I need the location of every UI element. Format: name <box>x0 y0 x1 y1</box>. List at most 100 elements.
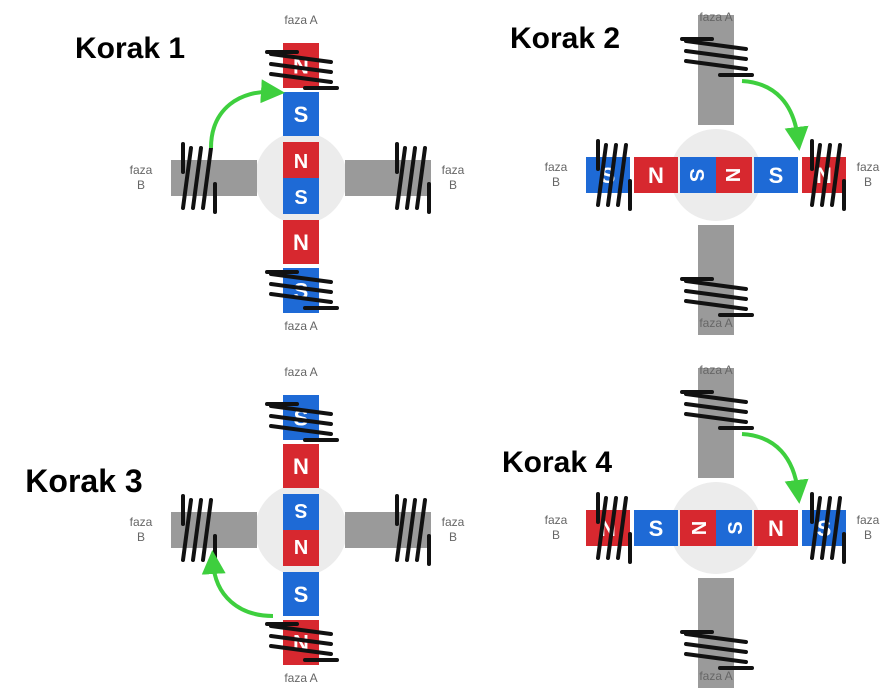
stator-b-right-inner: N <box>754 510 798 546</box>
winding-b-left <box>596 139 632 211</box>
stator-b-right-inner-body <box>754 157 798 193</box>
step-title: Korak 2 <box>510 22 620 55</box>
winding-b-right-turn <box>405 498 417 562</box>
winding-b-left-turn <box>201 498 213 562</box>
stator-b-right-inner-letter: S <box>769 163 784 188</box>
rotor-south-half <box>283 494 319 530</box>
rotation-arrow <box>209 79 285 149</box>
winding-b-right-turn <box>395 146 407 210</box>
step-title: Korak 1 <box>75 32 185 65</box>
rotation-arrow <box>741 432 809 504</box>
winding-a-bottom-turn <box>684 289 748 301</box>
phase-b-right-label-line2: B <box>864 528 872 542</box>
winding-a-bottom <box>680 630 754 670</box>
stator-a-top-core <box>698 368 734 478</box>
step-title: Korak 4 <box>502 446 612 479</box>
rotor-south-letter: S <box>685 168 707 181</box>
winding-a-bottom-turn <box>269 282 333 294</box>
phase-b-left-label-line2: B <box>137 178 145 192</box>
stator-a-bottom-inner: S <box>283 572 319 616</box>
winding-b-left-turn <box>596 143 608 207</box>
winding-a-top-turn <box>684 402 748 414</box>
rotor-south-letter: S <box>725 521 747 534</box>
winding-b-left <box>181 494 217 566</box>
winding-b-left-turn <box>596 496 608 560</box>
phase-b-right-label-line2: B <box>449 530 457 544</box>
stator-b-right-inner-body <box>754 510 798 546</box>
winding-a-bottom <box>680 277 754 317</box>
winding-b-right <box>395 494 431 566</box>
stator-b-right-inner-letter: N <box>768 516 784 541</box>
phase-b-left-label-line1: faza <box>130 163 153 177</box>
phase-b-right-label-line1: faza <box>442 515 465 529</box>
stator-a-top-inner: N <box>283 444 319 488</box>
winding-b-left-turn <box>616 496 628 560</box>
winding-a-bottom-turn <box>269 292 333 304</box>
stator-b-left-inner-body <box>634 157 678 193</box>
winding-b-left-turn <box>181 146 193 210</box>
phase-b-left-label-line2: B <box>137 530 145 544</box>
winding-b-left-turn <box>191 498 203 562</box>
winding-a-top <box>680 390 754 430</box>
phase-b-left-label-line1: faza <box>545 513 568 527</box>
phase-a-top-label: faza A <box>699 10 732 24</box>
phase-b-left-label-line2: B <box>552 175 560 189</box>
rotor-north-letter: N <box>294 151 308 173</box>
winding-a-top-turn <box>684 39 748 51</box>
phase-b-right-label-line2: B <box>864 175 872 189</box>
phase-b-left-label-line1: faza <box>545 160 568 174</box>
rotor-magnet: NS <box>680 157 752 193</box>
winding-b-right-turn <box>395 498 407 562</box>
phase-a-bottom-label: faza A <box>699 316 732 330</box>
stator-a-top-inner-body <box>283 92 319 136</box>
winding-a-bottom-turn <box>269 644 333 656</box>
winding-b-right <box>810 492 846 564</box>
winding-a-top <box>265 402 339 442</box>
phase-b-left-label-line1: faza <box>130 515 153 529</box>
winding-b-right-turn <box>415 146 427 210</box>
rotor-north-half <box>283 530 319 566</box>
rotor-north-half <box>680 510 716 546</box>
stator-a-bottom-inner-letter: N <box>293 230 309 255</box>
winding-b-right <box>395 142 431 214</box>
stator-a-top-inner-letter: N <box>293 454 309 479</box>
winding-a-top-turn <box>684 59 748 71</box>
phase-a-bottom-label: faza A <box>699 669 732 683</box>
winding-b-left-turn <box>201 146 213 210</box>
winding-a-top <box>265 50 339 90</box>
winding-a-bottom-turn <box>269 272 333 284</box>
stator-b-right-inner: S <box>754 157 798 193</box>
phase-a-top-label: faza A <box>284 365 317 379</box>
rotation-arrow <box>201 550 274 618</box>
winding-a-bottom <box>265 270 339 310</box>
stator-b-right-core <box>345 512 431 548</box>
winding-a-top-turn <box>269 424 333 436</box>
winding-b-right-turn <box>810 496 822 560</box>
phase-b-left-label-line2: B <box>552 528 560 542</box>
winding-a-bottom-turn <box>684 632 748 644</box>
rotor-south-letter: S <box>294 187 307 209</box>
stator-a-bottom-inner-letter: S <box>294 582 309 607</box>
winding-a-bottom <box>265 622 339 662</box>
winding-b-left-turn <box>606 496 618 560</box>
winding-a-top-turn <box>684 392 748 404</box>
stator-a-top-core <box>698 15 734 125</box>
winding-a-top-turn <box>684 49 748 61</box>
stator-a-top-inner-letter: S <box>294 102 309 127</box>
winding-a-top-turn <box>684 412 748 424</box>
winding-b-right <box>810 139 846 211</box>
phase-a-bottom-label: faza A <box>284 671 317 685</box>
rotor-magnet: NS <box>283 494 319 566</box>
winding-b-right-turn <box>830 143 842 207</box>
phase-b-right-label-line1: faza <box>442 163 465 177</box>
winding-b-left-turn <box>181 498 193 562</box>
stator-a-top-inner-body <box>283 444 319 488</box>
phase-b-right-label-line2: B <box>449 178 457 192</box>
winding-b-right-turn <box>810 143 822 207</box>
